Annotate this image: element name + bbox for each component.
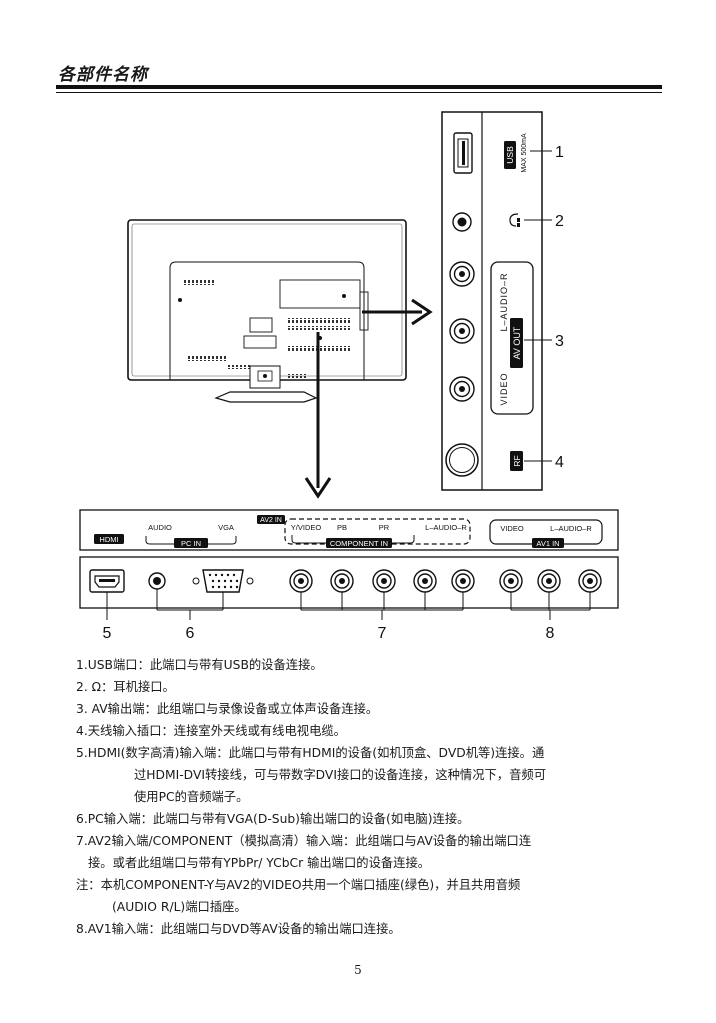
connector-notes: 1.USB端口：此端口与带有USB的设备连接。 2. Ω：耳机接口。 3. AV… [76, 654, 666, 940]
headphone-jack [452, 212, 472, 232]
note-hdmi-line3: 使用PC的音频端子。 [134, 790, 249, 804]
note-av2-line2: 接。或者此组端口与带有YPbPr/ YCbCr 输出端口的设备连接。 [88, 856, 431, 870]
note-headphone: 2. Ω：耳机接口。 [76, 676, 666, 698]
callout-4: 4 [555, 454, 564, 471]
side-audio-label: L–AUDIO–R [499, 272, 509, 331]
note-hdmi-line1: 5.HDMI(数字高清)输入端：此端口与带有HDMI的设备(如机顶盒、DVD机等… [76, 746, 545, 760]
title-rule-thin [56, 92, 662, 93]
tv-rear-illustration [127, 219, 407, 403]
callout-2: 2 [555, 213, 564, 230]
rca-av1-audio-r [578, 569, 602, 593]
note-headphone-text: ：耳机接口。 [101, 680, 175, 694]
pr-label: PR [379, 523, 390, 532]
rf-antenna-input [445, 443, 479, 477]
pc-audio-jack [148, 572, 166, 590]
bottom-connector-strip [79, 556, 619, 609]
headphone-symbol-icon: Ω [91, 680, 102, 694]
vga-port [192, 569, 254, 593]
av1-in-label: AV1 IN [536, 539, 559, 548]
page-number: 5 [354, 963, 362, 977]
note-av1: 8.AV1输入端：此组端口与DVD等AV设备的输出端口连接。 [76, 922, 401, 936]
note-shared-line1: 注：本机COMPONENT-Y与AV2的VIDEO共用一个端口插座(绿色)，并且… [76, 878, 521, 892]
callout-5: 5 [103, 625, 112, 642]
comp-audio-label: L–AUDIO–R [425, 523, 467, 532]
note-pc: 6.PC输入端：此端口与带有VGA(D-Sub)输出端口的设备(如电脑)连接。 [76, 812, 470, 826]
rca-component-pr [372, 569, 396, 593]
av-out-label: AV OUT [512, 326, 522, 359]
bottom-callouts [106, 589, 591, 620]
usb-port [453, 132, 473, 174]
side-rca-audio-l [449, 261, 475, 287]
note-av2-line1: 7.AV2输入端/COMPONENT（模拟高清）输入端：此组端口与AV设备的输出… [76, 834, 532, 848]
av1-video-label: VIDEO [500, 524, 524, 533]
side-callouts: 1 2 3 4 [524, 144, 564, 471]
vga-label: VGA [218, 523, 234, 532]
arrow-to-side-panel [362, 298, 433, 326]
note-headphone-prefix: 2. [76, 680, 88, 694]
hdmi-port [89, 569, 125, 593]
usb-max-label: MAX 500mA [521, 133, 528, 173]
rca-av1-audio-l [537, 569, 561, 593]
component-in-label: COMPONENT IN [330, 539, 388, 548]
rca-component-audio-r [451, 569, 475, 593]
title-rule-thick [56, 85, 662, 89]
rca-component-pb [330, 569, 354, 593]
pb-label: PB [337, 523, 347, 532]
rca-component-audio-l [413, 569, 437, 593]
note-av-out: 3. AV输出端：此组端口与录像设备或立体声设备连接。 [76, 702, 379, 716]
pc-audio-label: AUDIO [148, 523, 172, 532]
note-rf: 4.天线输入插口：连接室外天线或有线电视电缆。 [76, 724, 346, 738]
callout-3: 3 [555, 333, 564, 350]
side-panel: USB MAX 500mA L–AUDIO–R AV OUT VIDEO RF [441, 111, 543, 491]
note-hdmi-line2: 过HDMI-DVI转接线，可与带数字DVI接口的设备连接，这种情况下，音频可 [134, 768, 546, 782]
callout-8: 8 [546, 625, 555, 642]
hdmi-label: HDMI [99, 535, 118, 544]
note-shared-line2: (AUDIO R/L)端口插座。 [112, 900, 247, 914]
side-video-label: VIDEO [499, 372, 509, 405]
note-usb: 1.USB端口：此端口与带有USB的设备连接。 [76, 658, 323, 672]
rca-av1-video [499, 569, 523, 593]
headphone-icon [509, 213, 519, 227]
side-rca-audio-r [449, 318, 475, 344]
callout-6: 6 [186, 625, 195, 642]
bottom-label-strip: HDMI AUDIO VGA PC IN AV2 IN Y/VIDEO PB P… [79, 509, 619, 551]
pc-in-label: PC IN [181, 539, 201, 548]
av1-audio-label: L–AUDIO–R [550, 524, 592, 533]
usb-label: USB [505, 146, 515, 164]
connector-diagram: USB MAX 500mA L–AUDIO–R AV OUT VIDEO RF … [79, 111, 619, 642]
rf-label: RF [512, 455, 522, 466]
page-title: 各部件名称 [58, 65, 148, 85]
av2-in-label: AV2 IN [260, 517, 282, 524]
yvideo-label: Y/VIDEO [291, 523, 322, 532]
arrow-to-bottom-panel [304, 332, 332, 499]
side-rca-video [449, 376, 475, 402]
callout-1: 1 [555, 144, 564, 161]
callout-7: 7 [378, 625, 387, 642]
rca-component-y [289, 569, 313, 593]
